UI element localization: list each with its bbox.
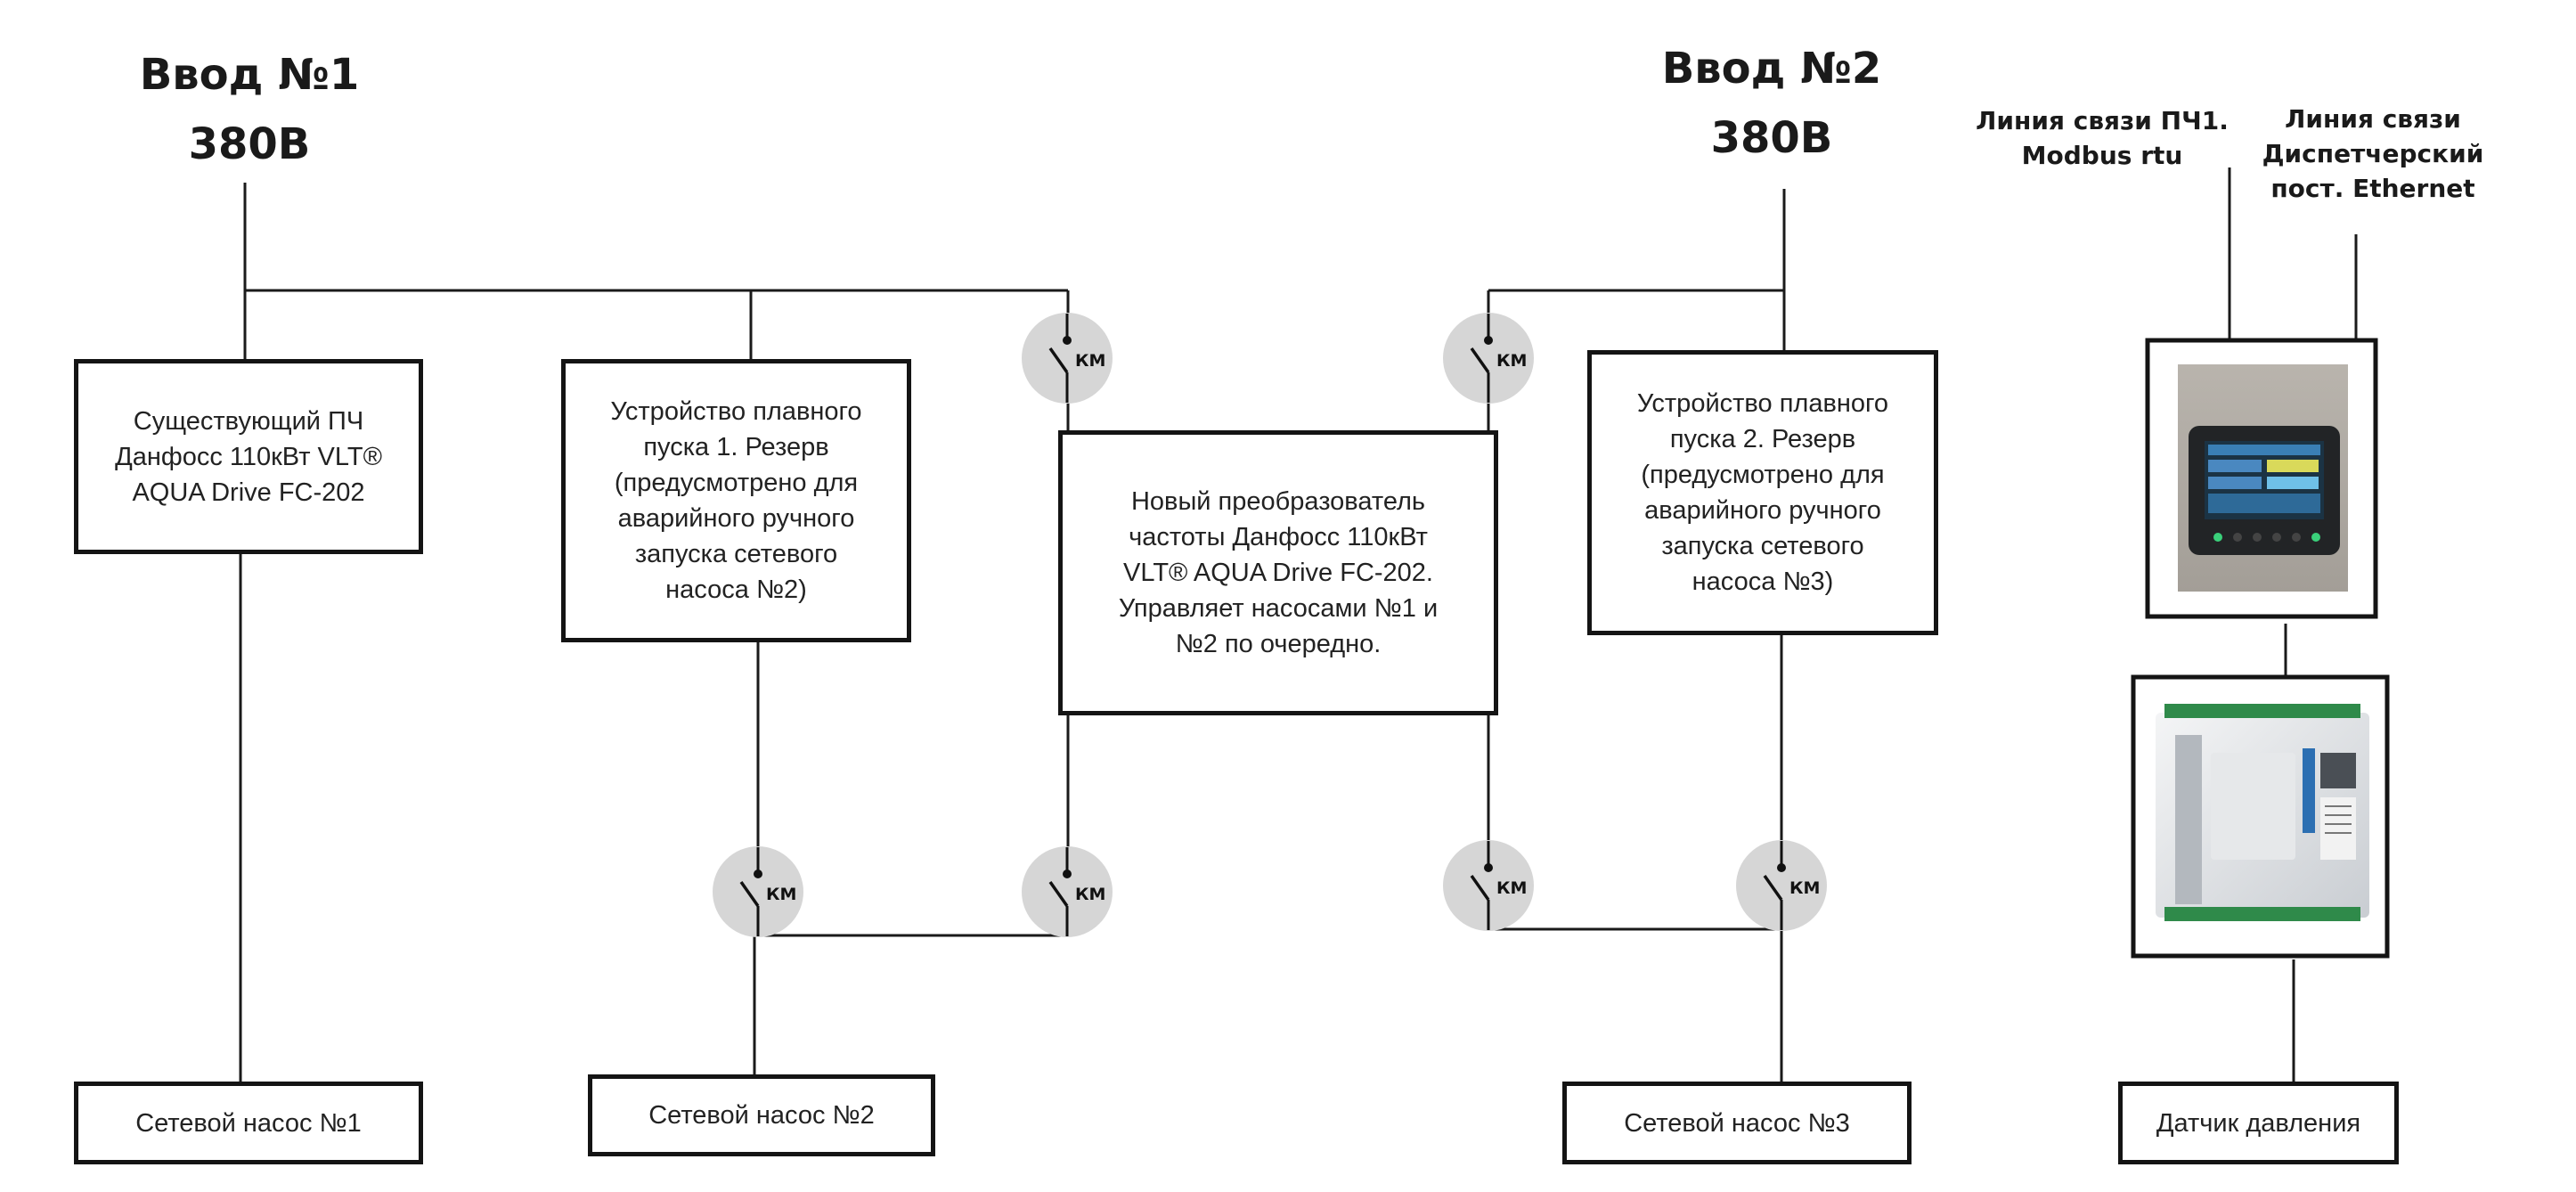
contactor-label: КМ — [1789, 878, 1820, 898]
controller-module — [2131, 674, 2390, 959]
pump-label: Сетевой насос №3 — [1624, 1108, 1850, 1138]
soft-starter-2-box: Устройство плавного пуска 2. Резерв (пре… — [1587, 350, 1938, 635]
pump-1-box: Сетевой насос №1 — [74, 1082, 423, 1164]
pressure-sensor-box: Датчик давления — [2118, 1082, 2399, 1164]
contactor-km1: КМ — [1022, 313, 1113, 404]
box-line: (предусмотрено для — [1641, 461, 1885, 489]
comm-line-vfd-modbus: Линия связи ПЧ1. Modbus rtu — [1969, 103, 2236, 173]
contactor-label: КМ — [766, 885, 796, 904]
box-line: Устройство плавного — [1636, 389, 1889, 418]
contactor-km3: КМ — [713, 846, 803, 937]
input-2-voltage: 380В — [1710, 113, 1833, 163]
box-line: AQUA Drive FC-202 — [132, 478, 365, 507]
box-line: запуска сетевого — [634, 540, 838, 568]
box-line: Данфосс 110кВт VLT® — [115, 442, 382, 471]
comm-line-dispatch-ethernet: Линия связи Диспетчерский пост. Ethernet — [2239, 102, 2507, 206]
box-line: пуска 2. Резерв — [1669, 425, 1856, 453]
box-line: пуска 1. Резерв — [643, 433, 829, 461]
box-line: Существующий ПЧ — [133, 406, 364, 436]
pump-label: Сетевой насос №1 — [135, 1108, 362, 1138]
contactor-label: КМ — [1496, 878, 1527, 898]
comm-line-text: Диспетчерский — [2262, 139, 2484, 168]
box-line: Новый преобразователь — [1130, 487, 1426, 516]
input-1-voltage: 380В — [188, 119, 311, 169]
box-line: насоса №3) — [1692, 567, 1834, 596]
wires — [239, 167, 2358, 1090]
existing-vfd-box: Существующий ПЧ Данфосс 110кВт VLT® AQUA… — [74, 359, 423, 554]
box-line: запуска сетевого — [1661, 532, 1864, 560]
contactor-label: КМ — [1496, 351, 1527, 371]
comm-line-text: Линия связи — [2285, 104, 2461, 134]
contactor-km4: КМ — [1022, 846, 1113, 937]
comm-line-text: Линия связи ПЧ1. — [1976, 106, 2229, 135]
comm-line-text: пост. Ethernet — [2270, 174, 2475, 203]
contactor-km2: КМ — [1443, 313, 1534, 404]
contactor-km5: КМ — [1443, 840, 1534, 931]
box-line: (предусмотрено для — [614, 469, 859, 497]
box-line: №2 по очередно. — [1175, 630, 1382, 658]
box-line: Устройство плавного — [610, 397, 862, 426]
comm-line-text: Modbus rtu — [2021, 141, 2183, 170]
pressure-sensor-label: Датчик давления — [2156, 1108, 2361, 1138]
box-line: частоты Данфосс 110кВт — [1129, 523, 1428, 551]
input-1-heading: Ввод №1 380В — [107, 40, 392, 179]
box-line: VLT® AQUA Drive FC-202. — [1123, 559, 1433, 587]
pump-2-box: Сетевой насос №2 — [588, 1074, 935, 1156]
controller-display-panel — [2145, 338, 2378, 619]
box-line: Управляет насосами №1 и — [1118, 594, 1439, 623]
pump-3-box: Сетевой насос №3 — [1562, 1082, 1912, 1164]
box-line: насоса №2) — [665, 576, 807, 604]
input-2-heading: Ввод №2 380В — [1629, 34, 1914, 173]
input-2-title: Ввод №2 — [1661, 44, 1882, 94]
contactor-km6: КМ — [1736, 840, 1827, 931]
box-line: аварийного ручного — [1644, 496, 1881, 525]
new-vfd-box: Новый преобразователь частоты Данфосс 11… — [1058, 430, 1498, 715]
contactor-label: КМ — [1075, 885, 1105, 904]
box-line: аварийного ручного — [617, 504, 855, 533]
pump-label: Сетевой насос №2 — [648, 1101, 875, 1130]
contactor-label: КМ — [1075, 351, 1105, 371]
soft-starter-1-box: Устройство плавного пуска 1. Резерв (пре… — [561, 359, 911, 642]
input-1-title: Ввод №1 — [139, 50, 360, 100]
